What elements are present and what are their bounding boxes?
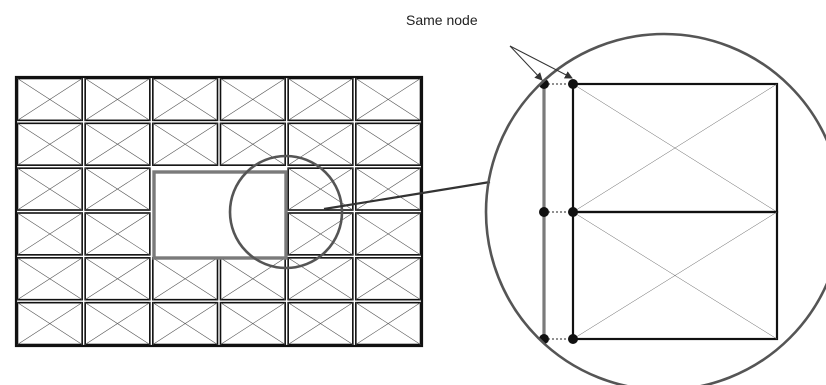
big-magnifier-circle [484,32,826,385]
mesh-element [16,167,83,211]
mesh-element [16,212,83,256]
mesh-element [287,257,354,301]
mesh-element [287,167,354,211]
mesh-element [355,122,422,166]
mesh-element [219,301,286,346]
mesh-element [84,301,151,346]
mesh-element [84,77,151,122]
mesh-element [219,257,286,301]
mesh-element [152,257,219,301]
mesh-element [355,77,422,122]
annotation-label: Same node [406,12,478,28]
mesh-element [287,212,354,256]
annotation-arrow [509,45,573,79]
mesh-element [16,77,83,122]
mesh-element [287,122,354,166]
mesh-element [84,122,151,166]
node-dot [568,207,578,217]
mesh-element [84,167,151,211]
mesh-element [355,301,422,346]
mesh-element [16,122,83,166]
mesh-element [152,77,219,122]
node-dot [568,79,578,89]
mesh-element [84,212,151,256]
zoom-connector-line [323,180,491,211]
mesh-element [219,122,286,166]
mesh-outer-border [14,75,424,348]
mesh-element [287,301,354,346]
mesh-element [16,257,83,301]
mesh-element [355,212,422,256]
node-dot [568,334,578,344]
mesh-element [355,167,422,211]
element-mesh [14,75,424,348]
zoom-element-lower [571,210,779,341]
node-dot [539,207,549,217]
mesh-element [16,301,83,346]
annotation-arrow [509,45,543,81]
mesh-element [84,257,151,301]
zoom-detail [539,79,779,344]
hole-region [152,170,288,260]
mesh-element [219,77,286,122]
small-magnifier-circle [228,154,344,270]
mesh-element [287,77,354,122]
mesh-element [152,301,219,346]
mesh-element [355,257,422,301]
mesh-element [152,122,219,166]
